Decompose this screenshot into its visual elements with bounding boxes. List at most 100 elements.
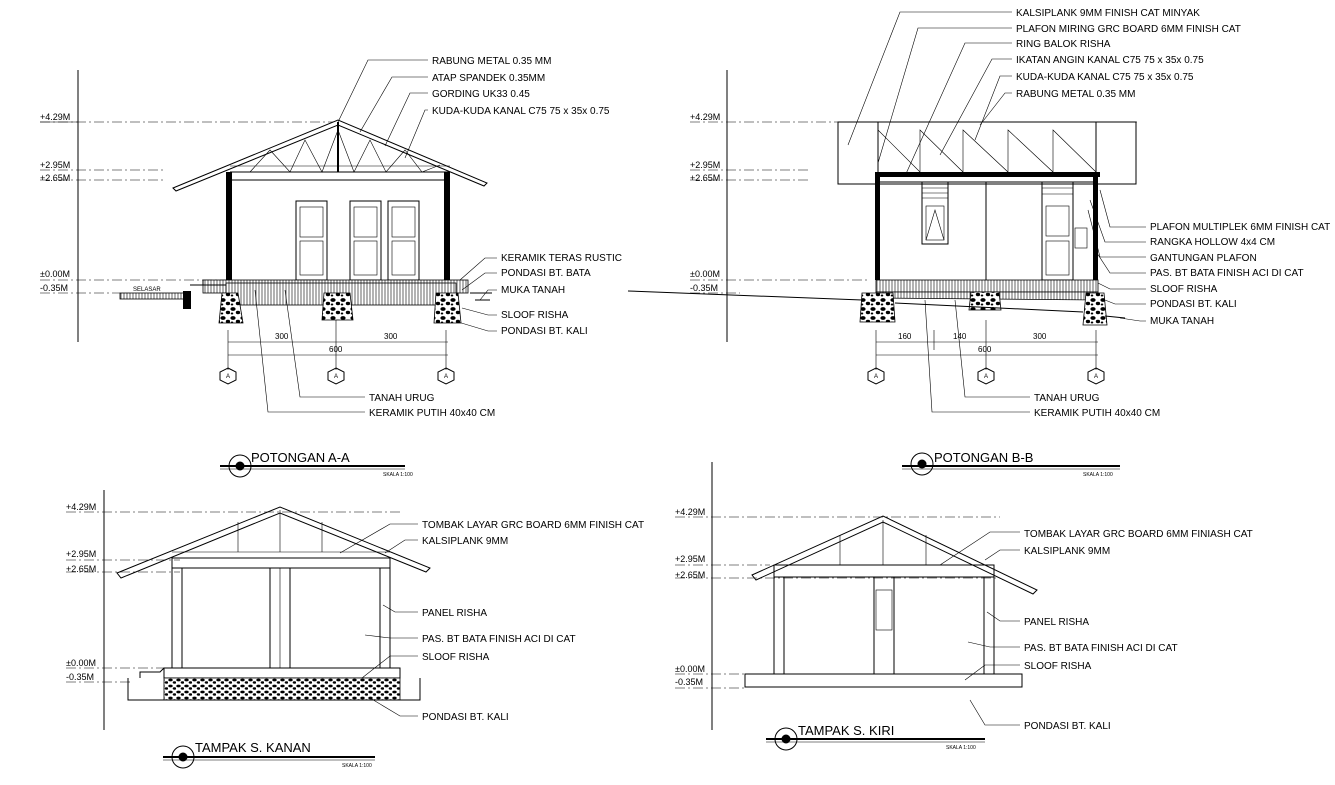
dim-bb-total: 600 <box>978 345 992 354</box>
bb-top-label-4: IKATAN ANGIN KANAL C75 75 x 35x 0.75 <box>1016 55 1204 66</box>
bb-right-label-4: PAS. BT BATA FINISH ACI DI CAT <box>1150 268 1304 279</box>
bb-top-label-6: RABUNG METAL 0.35 MM <box>1016 89 1135 100</box>
bb-top-label-5: KUDA-KUDA KANAL C75 75 x 35x 0.75 <box>1016 72 1194 83</box>
svg-text:-0.35M: -0.35M <box>66 672 94 682</box>
bottom-label-1: TANAH URUG <box>369 393 435 404</box>
title-block-bb: POTONGAN B-B SKALA 1:100 <box>902 450 1120 478</box>
elevation-right: +4.29M +2.95M +2.65M ±0.00M -0.35M TOM <box>66 490 644 769</box>
bb-right-label-2: RANGKA HOLLOW 4x4 CM <box>1150 237 1275 248</box>
dims-aa: 300 300 600 A A A <box>219 320 455 385</box>
bottom-label-2: KERAMIK PUTIH 40x40 CM <box>369 408 495 419</box>
el-label-1: TOMBAK LAYAR GRC BOARD 6MM FINIASH CAT <box>1024 529 1253 540</box>
dim-bb-2: 140 <box>953 332 967 341</box>
svg-text:+2.65M: +2.65M <box>690 173 720 183</box>
walls-aa <box>226 172 450 281</box>
bb-bottom-label-2: KERAMIK PUTIH 40x40 CM <box>1034 408 1160 419</box>
right-label-5: PONDASI BT. KALI <box>501 326 588 337</box>
roof-label-1: RABUNG METAL 0.35 MM <box>432 56 551 67</box>
top-leaders-bb: KALSIPLANK 9MM FINISH CAT MINYAK PLAFON … <box>847 8 1241 177</box>
title-block-er: TAMPAK S. KANAN SKALA 1:100 <box>163 740 375 769</box>
bb-top-label-2: PLAFON MIRING GRC BOARD 6MM FINISH CAT <box>1016 24 1241 35</box>
svg-text:-0.35M: -0.35M <box>675 677 703 687</box>
svg-text:A: A <box>444 374 448 380</box>
title-aa: POTONGAN A-A <box>251 450 350 465</box>
bottom-leaders-bb: TANAH URUG KERAMIK PUTIH 40x40 CM <box>924 299 1160 419</box>
bb-right-label-1: PLAFON MULTIPLEK 6MM FINISH CAT <box>1150 222 1330 233</box>
dim-bb-1: 160 <box>898 332 912 341</box>
roof-label-2: ATAP SPANDEK 0.35MM <box>432 73 545 84</box>
scale-er: SKALA 1:100 <box>342 763 372 769</box>
roof-bb <box>837 121 1137 185</box>
er-label-2: KALSIPLANK 9MM <box>422 536 508 547</box>
svg-text:A: A <box>226 374 230 380</box>
grid-markers-aa: A A A <box>219 367 455 385</box>
bb-top-label-1: KALSIPLANK 9MM FINISH CAT MINYAK <box>1016 8 1200 19</box>
foundation-aa: SELASAR <box>119 279 492 324</box>
bb-right-label-6: PONDASI BT. KALI <box>1150 299 1237 310</box>
scale-aa: SKALA 1:100 <box>383 472 413 478</box>
er-label-5: SLOOF RISHA <box>422 652 490 663</box>
roof-aa <box>172 119 488 192</box>
level-marks-er: +4.29M +2.95M +2.65M ±0.00M -0.35M <box>66 502 400 683</box>
foundation-bb <box>627 279 1126 326</box>
title-er: TAMPAK S. KANAN <box>195 740 311 755</box>
elevation-left: +4.29M +2.95M +2.65M ±0.00M -0.35M TOMBA… <box>675 462 1253 751</box>
svg-text:±0.00M: ±0.00M <box>690 269 720 279</box>
right-label-3: MUKA TANAH <box>501 285 565 296</box>
level-marks-el: +4.29M +2.95M +2.65M ±0.00M -0.35M <box>675 507 1000 689</box>
grid-markers-bb: A A A <box>867 367 1105 385</box>
svg-text:+4.29M: +4.29M <box>690 112 720 122</box>
bb-top-label-3: RING BALOK RISHA <box>1016 39 1111 50</box>
level-ceiling-label: +2.65M <box>40 173 70 183</box>
right-leaders-aa: KERAMIK TERAS RUSTIC PONDASI BT. BATA MU… <box>457 253 622 337</box>
dim-aa-1: 300 <box>275 332 289 341</box>
er-label-4: PAS. BT BATA FINISH ACI DI CAT <box>422 634 576 645</box>
level-marks-aa: +4.29M +2.95M +2.65M ±0.00M -0.35M <box>40 112 340 294</box>
roof-label-3: GORDING UK33 0.45 <box>432 89 530 100</box>
bb-right-label-7: MUKA TANAH <box>1150 316 1214 327</box>
section-aa: +4.29M +2.95M +2.65M ±0.00M -0.35M <box>40 56 622 478</box>
right-leaders-bb: PLAFON MULTIPLEK 6MM FINISH CAT RANGKA H… <box>1087 189 1330 327</box>
svg-text:+2.65M: +2.65M <box>675 570 705 580</box>
dims-bb: 160 140 300 600 A A A <box>867 320 1105 385</box>
svg-text:-0.35M: -0.35M <box>690 283 718 293</box>
el-label-4: PAS. BT BATA FINISH ACI DI CAT <box>1024 643 1178 654</box>
title-block-el: TAMPAK S. KIRI SKALA 1:100 <box>766 723 985 751</box>
section-bb: +4.29M +2.95M +2.65M ±0.00M -0.35M <box>627 8 1330 478</box>
svg-text:A: A <box>984 374 988 380</box>
scale-bb: SKALA 1:100 <box>1083 472 1113 478</box>
roof-leaders-aa: RABUNG METAL 0.35 MM ATAP SPANDEK 0.35MM… <box>337 56 610 159</box>
svg-text:A: A <box>334 374 338 380</box>
er-label-6: PONDASI BT. KALI <box>422 712 509 723</box>
right-label-1: KERAMIK TERAS RUSTIC <box>501 253 622 264</box>
svg-text:A: A <box>1094 374 1098 380</box>
bb-right-label-3: GANTUNGAN PLAFON <box>1150 253 1257 264</box>
el-label-3: PANEL RISHA <box>1024 617 1089 628</box>
dim-aa-2: 300 <box>384 332 398 341</box>
level-top-label: +4.29M <box>40 112 70 122</box>
walls-bb <box>875 177 1098 281</box>
er-label-3: PANEL RISHA <box>422 608 487 619</box>
bottom-leaders-aa: TANAH URUG KERAMIK PUTIH 40x40 CM <box>254 289 495 419</box>
svg-text:±0.00M: ±0.00M <box>675 664 705 674</box>
svg-text:±0.00M: ±0.00M <box>66 658 96 668</box>
svg-text:+4.29M: +4.29M <box>66 502 96 512</box>
svg-text:+2.65M: +2.65M <box>66 564 96 574</box>
level-ground-label: -0.35M <box>40 283 68 293</box>
svg-text:+4.29M: +4.29M <box>675 507 705 517</box>
bb-right-label-5: SLOOF RISHA <box>1150 284 1218 295</box>
level-marks-bb: +4.29M +2.95M +2.65M ±0.00M -0.35M <box>690 112 1140 294</box>
terrace-label: SELASAR <box>133 287 161 293</box>
title-bb: POTONGAN B-B <box>934 450 1033 465</box>
el-label-5: SLOOF RISHA <box>1024 661 1092 672</box>
level-floor-label: ±0.00M <box>40 269 70 279</box>
er-label-1: TOMBAK LAYAR GRC BOARD 6MM FINISH CAT <box>422 520 644 531</box>
dim-aa-total: 600 <box>329 345 343 354</box>
right-label-2: PONDASI BT. BATA <box>501 268 591 279</box>
svg-text:A: A <box>874 374 878 380</box>
el-label-6: PONDASI BT. KALI <box>1024 721 1111 732</box>
right-label-4: SLOOF RISHA <box>501 310 569 321</box>
el-label-2: KALSIPLANK 9MM <box>1024 546 1110 557</box>
svg-text:+2.95M: +2.95M <box>66 549 96 559</box>
